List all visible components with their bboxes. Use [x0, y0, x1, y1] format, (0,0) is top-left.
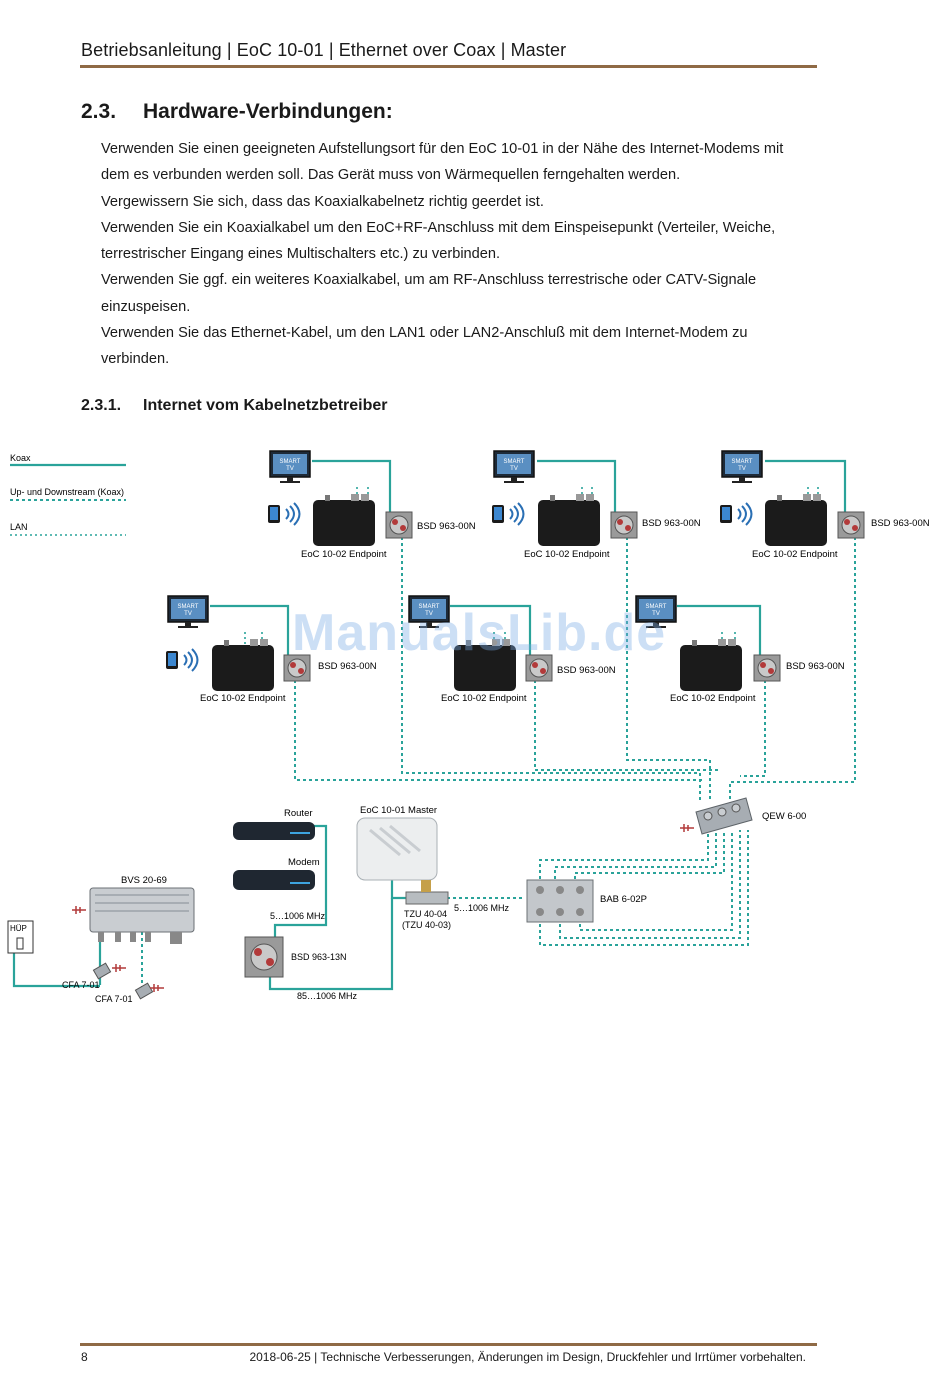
endpoint-group: SMART TV BSD 963-00N EoC 10-02 Endpoint	[267, 450, 476, 560]
endpoint-device	[765, 494, 827, 546]
tv-label-2: TV	[184, 611, 192, 617]
legend: Koax Up- und Downstream (Koax) LAN	[10, 453, 126, 536]
legend-updown: Up- und Downstream (Koax)	[10, 487, 124, 497]
ground-icon	[680, 824, 694, 832]
tablet-wifi-icon	[267, 502, 301, 526]
watermark: ManualsLib.de	[292, 604, 667, 662]
tv-label-2: TV	[286, 466, 294, 472]
endpoint-device	[212, 639, 274, 691]
tv-label-1: SMART	[419, 604, 440, 610]
cfa-label-1: CFA 7-01	[62, 980, 100, 990]
modem-device: Modem 5…1006 MHz	[233, 857, 326, 921]
tv-label-2: TV	[425, 611, 433, 617]
header-rule	[80, 65, 817, 68]
bsd13-label: BSD 963-13N	[291, 952, 347, 962]
socket-icon	[837, 511, 865, 539]
socket-icon	[385, 511, 413, 539]
tv-label-2: TV	[510, 466, 518, 472]
subsection-title: Internet vom Kabelnetzbetreiber	[143, 397, 388, 414]
socket-label: BSD 963-00N	[557, 665, 616, 676]
endpoint-device	[313, 494, 375, 546]
bab-distributor: BAB 6-02P	[526, 879, 647, 923]
endpoint-label: EoC 10-02 Endpoint	[670, 693, 756, 704]
router-label: Router	[284, 808, 313, 819]
socket-icon	[753, 654, 781, 682]
qew-splitter: QEW 6-00	[680, 797, 806, 835]
section-body: Verwenden Sie einen geeigneten Aufstellu…	[101, 136, 811, 373]
bvs-label: BVS 20-69	[121, 875, 167, 886]
paragraph: Verwenden Sie ein Koaxialkabel um den Eo…	[101, 219, 776, 263]
endpoint-label: EoC 10-02 Endpoint	[301, 549, 387, 560]
legend-lan: LAN	[10, 522, 28, 532]
tv-label-1: SMART	[280, 459, 301, 465]
bsd13-socket: BSD 963-13N 85…1006 MHz	[244, 936, 358, 1001]
endpoint-device	[538, 494, 600, 546]
legend-koax: Koax	[10, 453, 31, 463]
footer-rule	[80, 1343, 817, 1346]
ground-icon	[72, 906, 86, 914]
endpoint-group: SMART TV BSD 963-00N EoC 10-02 Endpoint	[635, 595, 845, 704]
endpoint-group: SMART TV BSD 963-00N EoC 10-02 Endpoint	[719, 450, 930, 560]
coax-lines	[12, 459, 847, 991]
socket-label: BSD 963-00N	[642, 518, 701, 529]
endpoint-label: EoC 10-02 Endpoint	[752, 549, 838, 560]
bvs-amplifier: BVS 20-69	[72, 875, 195, 944]
endpoint-device	[680, 639, 742, 691]
cfa-filter: CFA 7-01	[62, 962, 126, 990]
tzu-coupler: TZU 40-04 (TZU 40-03) 5…1006 MHz	[402, 880, 510, 930]
tv-label-2: TV	[652, 611, 660, 617]
paragraph: Vergewissern Sie sich, dass das Koaxialk…	[101, 193, 544, 210]
hup-label: HÜP	[10, 924, 27, 933]
tv-label-2: TV	[738, 466, 746, 472]
master-label: EoC 10-01 Master	[360, 805, 437, 816]
tablet-wifi-icon	[491, 502, 525, 526]
hup-box: HÜP	[7, 920, 34, 954]
tv-label-1: SMART	[504, 459, 525, 465]
paragraph: Verwenden Sie ggf. ein weiteres Koaxialk…	[101, 272, 757, 315]
qew-label: QEW 6-00	[762, 811, 806, 822]
endpoint-group: SMART TV BSD 963-00N EoC 10-02 Endpoint	[408, 595, 616, 704]
ground-icon	[112, 964, 126, 972]
tv-label-1: SMART	[646, 604, 667, 610]
bottom-freq: 85…1006 MHz	[297, 991, 358, 1001]
tzu-freq: 5…1006 MHz	[454, 903, 510, 913]
tv-label-1: SMART	[178, 604, 199, 610]
endpoint-label: EoC 10-02 Endpoint	[441, 693, 527, 704]
tablet-wifi-icon	[719, 502, 753, 526]
router-device: Router	[233, 808, 315, 840]
master-device: EoC 10-01 Master	[356, 805, 438, 881]
tzu-label-1: TZU 40-04	[404, 909, 447, 919]
socket-label: BSD 963-00N	[786, 661, 845, 672]
modem-freq: 5…1006 MHz	[270, 911, 326, 921]
endpoint-group: SMART TV BSD 963-00N EoC 10-02 Endpoint	[491, 450, 701, 560]
cfa-label-2: CFA 7-01	[95, 994, 133, 1004]
tablet-wifi-icon	[165, 648, 199, 672]
subsection-number: 2.3.1.	[81, 397, 122, 414]
running-header: Betriebsanleitung | EoC 10-01 | Ethernet…	[81, 40, 567, 60]
page-number: 8	[81, 1350, 88, 1364]
socket-label: BSD 963-00N	[871, 518, 930, 529]
bab-label: BAB 6-02P	[600, 894, 647, 905]
socket-label: BSD 963-00N	[318, 661, 377, 672]
paragraph: Verwenden Sie das Ethernet-Kabel, um den…	[101, 325, 748, 368]
footer-note: 2018-06-25 | Technische Verbesserungen, …	[249, 1350, 806, 1364]
tzu-label-2: (TZU 40-03)	[402, 920, 451, 930]
modem-label: Modem	[288, 857, 320, 868]
socket-label: BSD 963-00N	[417, 521, 476, 532]
updown-lines	[141, 537, 856, 990]
socket-icon	[610, 511, 638, 539]
endpoint-label: EoC 10-02 Endpoint	[200, 693, 286, 704]
section-number: 2.3.	[81, 100, 117, 123]
endpoint-group: SMART TV BSD 963-00N EoC 10-02 Endpoint	[165, 595, 377, 704]
section-title: Hardware-Verbindungen:	[143, 100, 393, 123]
tv-label-1: SMART	[732, 459, 753, 465]
cfa-filter: CFA 7-01	[95, 982, 164, 1004]
ground-icon	[150, 984, 164, 992]
endpoint-label: EoC 10-02 Endpoint	[524, 549, 610, 560]
paragraph: Verwenden Sie einen geeigneten Aufstellu…	[101, 141, 784, 184]
